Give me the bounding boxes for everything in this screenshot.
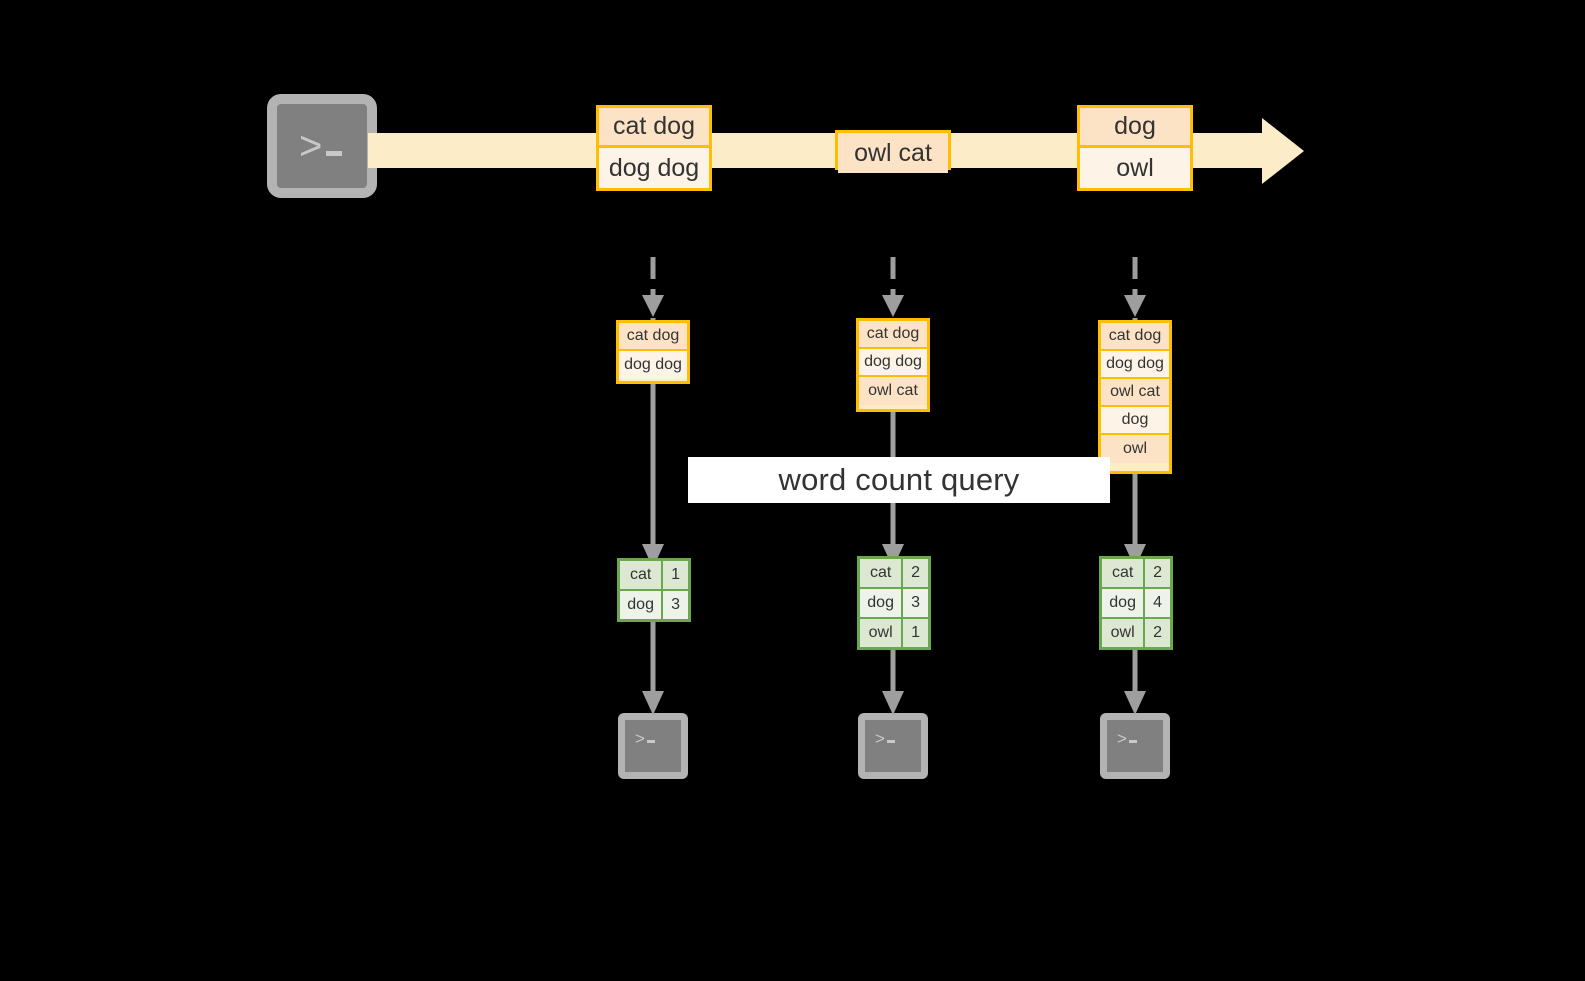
message-row: owl	[1080, 148, 1190, 188]
message-row: dog dog	[599, 148, 709, 188]
stream-tap-arrow	[638, 255, 668, 323]
stream-state-box: cat dog dog dog	[616, 320, 690, 384]
sink-arrow	[638, 618, 668, 718]
table-row: dog 4	[1102, 589, 1170, 619]
result-table: cat 2 dog 3 owl 1	[857, 556, 931, 650]
count-cell: 2	[903, 559, 928, 587]
stream-state-row: cat dog	[619, 323, 687, 351]
arrowhead	[642, 691, 664, 715]
stream-state-row: cat dog	[1101, 323, 1169, 351]
stream-state-row: dog dog	[1101, 351, 1169, 379]
stream-state-row: owl	[1101, 435, 1169, 463]
message-row: owl cat	[838, 133, 948, 173]
arrowhead	[642, 544, 664, 568]
result-table: cat 2 dog 4 owl 2	[1099, 556, 1173, 650]
stream-tap-arrow	[878, 255, 908, 323]
arrowhead	[882, 691, 904, 715]
query-label: word count query	[778, 462, 1020, 497]
sink-terminal-icon: >	[1100, 713, 1170, 779]
message-row: cat dog	[599, 108, 709, 148]
table-row: owl 2	[1102, 619, 1170, 647]
count-cell: 3	[903, 589, 928, 617]
word-cell: dog	[860, 589, 904, 617]
stream-tap-arrow	[1120, 255, 1150, 323]
stream-state-box: cat dog dog dog owl cat	[856, 318, 930, 412]
stream-message-box: owl cat	[835, 130, 951, 173]
terminal-prompt: >	[1117, 730, 1137, 747]
stream-message-box: dog owl	[1077, 105, 1193, 191]
terminal-face	[277, 104, 367, 188]
stream-state-row: cat dog	[859, 321, 927, 349]
count-cell: 1	[663, 561, 688, 589]
word-cell: cat	[1102, 559, 1146, 587]
count-cell: 2	[1145, 559, 1170, 587]
table-row: cat 1	[620, 561, 688, 591]
word-cell: owl	[860, 619, 904, 647]
sink-arrow	[1120, 648, 1150, 718]
terminal-prompt: >	[635, 730, 655, 747]
stream-state-row: dog dog	[859, 349, 927, 377]
result-table: cat 1 dog 3	[617, 558, 691, 622]
stream-state-row: dog dog	[619, 351, 687, 379]
count-cell: 2	[1145, 619, 1170, 647]
word-cell: dog	[620, 591, 664, 619]
count-cell: 1	[903, 619, 928, 647]
stream-message-box: cat dog dog dog	[596, 105, 712, 191]
table-row: cat 2	[1102, 559, 1170, 589]
terminal-prompt: >	[875, 730, 895, 747]
sink-arrow	[878, 648, 908, 718]
message-row: dog	[1080, 108, 1190, 148]
sink-terminal-icon: >	[618, 713, 688, 779]
terminal-face	[865, 720, 921, 772]
table-row: owl 1	[860, 619, 928, 647]
table-row: dog 3	[860, 589, 928, 619]
word-cell: dog	[1102, 589, 1146, 617]
word-cell: owl	[1102, 619, 1146, 647]
count-cell: 4	[1145, 589, 1170, 617]
table-row: dog 3	[620, 591, 688, 619]
table-row: cat 2	[860, 559, 928, 589]
arrowhead	[1124, 691, 1146, 715]
sink-terminal-icon: >	[858, 713, 928, 779]
word-cell: cat	[620, 561, 664, 589]
count-cell: 3	[663, 591, 688, 619]
terminal-face	[625, 720, 681, 772]
query-label-band: word count query	[688, 457, 1110, 503]
stream-state-box: cat dog dog dog owl cat dog owl	[1098, 320, 1172, 474]
source-terminal-icon: >	[267, 94, 377, 198]
arrowhead	[642, 295, 664, 317]
word-cell: cat	[860, 559, 904, 587]
terminal-face	[1107, 720, 1163, 772]
stream-state-row: owl cat	[1101, 379, 1169, 407]
event-stream-arrowhead	[1262, 118, 1304, 184]
stream-state-row: owl cat	[859, 377, 927, 405]
terminal-prompt: >	[299, 126, 343, 166]
arrowhead	[1124, 295, 1146, 317]
arrowhead	[882, 295, 904, 317]
stream-state-row: dog	[1101, 407, 1169, 435]
